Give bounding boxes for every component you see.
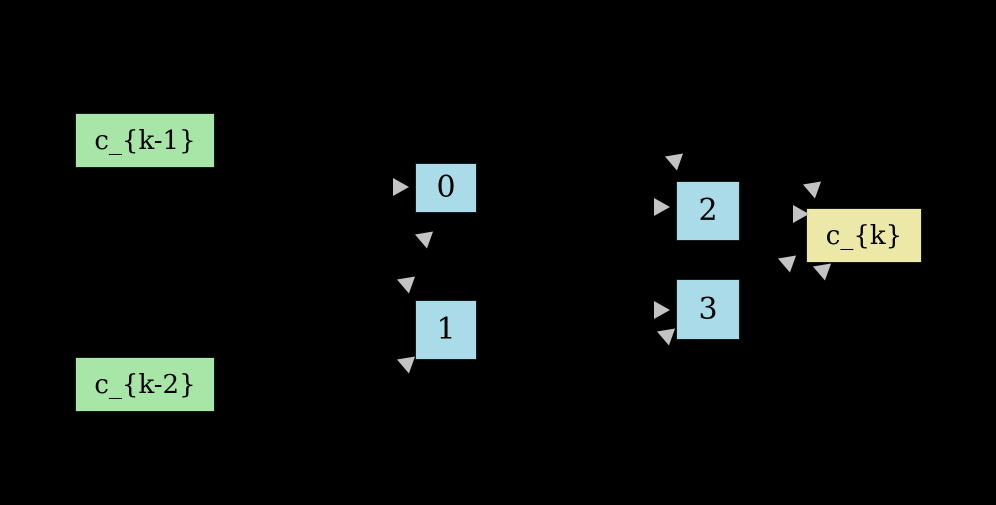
node-label-node_2: 2 (698, 193, 718, 228)
arrow-into-ck-upper-icon (793, 205, 809, 223)
node-node_2[interactable]: 2 (676, 181, 740, 241)
node-label-c_k: c_{k} (825, 220, 903, 251)
node-node_0[interactable]: 0 (415, 163, 477, 213)
node-c_k_minus_1[interactable]: c_{k-1} (75, 113, 215, 168)
arrow-from-node3-botleft-icon (653, 323, 676, 346)
arrow-into-node2-left-icon (654, 198, 670, 216)
node-node_1[interactable]: 1 (415, 300, 477, 360)
node-c_k_minus_2[interactable]: c_{k-2} (75, 357, 215, 412)
node-label-c_k_minus_1: c_{k-1} (94, 125, 196, 156)
arrow-into-node3-left-icon (654, 301, 670, 319)
node-label-node_3: 3 (698, 291, 718, 327)
node-node_3[interactable]: 3 (676, 279, 740, 340)
node-label-node_1: 1 (436, 312, 456, 347)
arrow-from-node1-topleft-icon (393, 271, 416, 294)
arrow-from-node2-top-icon (661, 148, 684, 171)
node-c_k[interactable]: c_{k} (806, 208, 922, 263)
arrow-into-ck-lower-icon (774, 250, 797, 273)
arrow-from-node1-botleft-icon (393, 351, 416, 374)
arrow-from-node0-bottom-icon (411, 226, 434, 249)
arrow-into-node0-left-icon (393, 178, 409, 196)
arrow-into-ck-top-icon (799, 176, 822, 199)
node-label-c_k_minus_2: c_{k-2} (94, 369, 196, 400)
node-label-node_0: 0 (436, 170, 456, 205)
